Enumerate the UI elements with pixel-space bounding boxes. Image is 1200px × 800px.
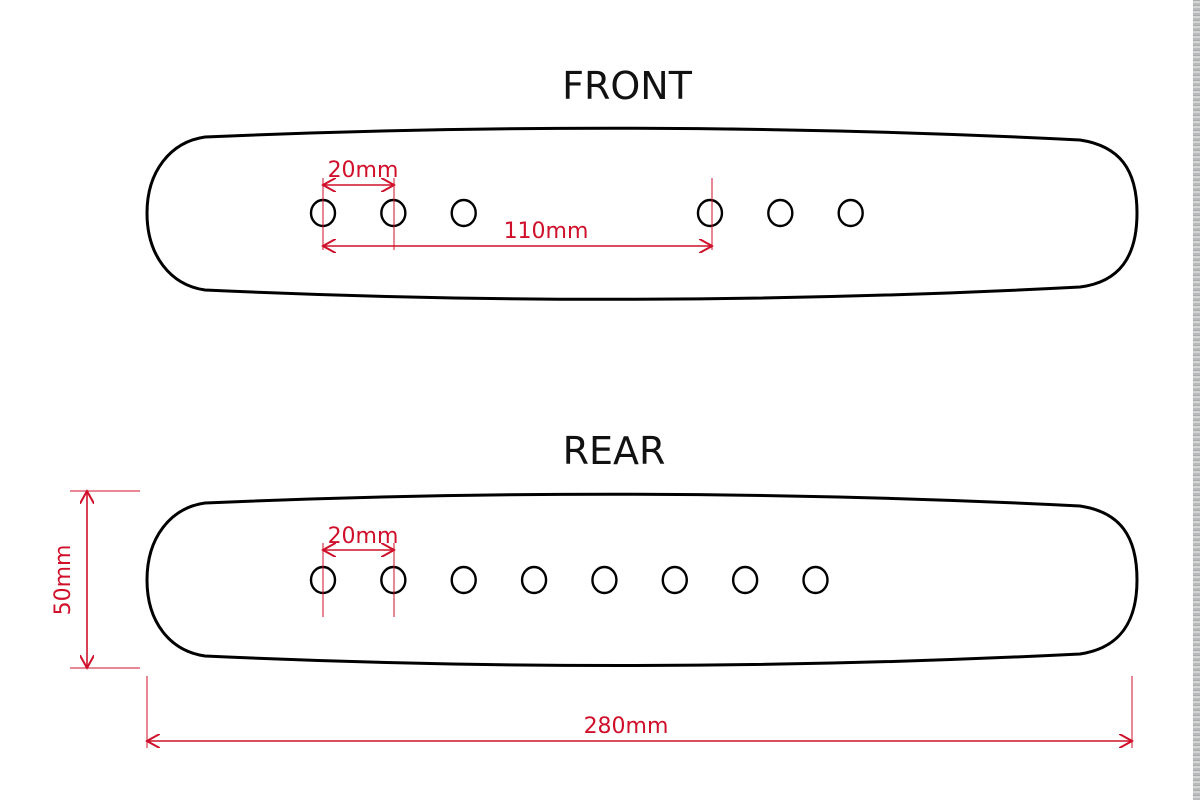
rear-hole xyxy=(450,565,477,595)
rear-hole xyxy=(520,565,548,595)
rear-pad-outline xyxy=(145,492,1139,668)
length-label: 280mm xyxy=(584,714,669,739)
front-hole xyxy=(380,198,407,228)
scanned-edge-strip xyxy=(1193,0,1200,800)
front-hole xyxy=(767,198,794,228)
height-label: 50mm xyxy=(51,545,76,616)
rear-hole xyxy=(802,565,829,595)
front-hole xyxy=(696,198,724,228)
rear-pad: 20mm 50mm 280mm xyxy=(51,491,1139,748)
rear-spacing-label: 20mm xyxy=(328,524,399,549)
rear-title: REAR xyxy=(563,429,666,473)
front-span-label: 110mm xyxy=(504,219,589,244)
front-hole xyxy=(837,198,864,228)
rear-hole xyxy=(731,565,759,595)
front-pad: 20mm 110mm xyxy=(145,126,1139,301)
rear-hole xyxy=(591,565,618,595)
front-hole xyxy=(450,198,477,228)
rear-hole xyxy=(380,565,407,595)
rear-hole xyxy=(661,565,688,595)
front-title: FRONT xyxy=(562,64,693,108)
front-spacing-label: 20mm xyxy=(328,158,399,183)
front-pad-outline xyxy=(145,126,1139,301)
